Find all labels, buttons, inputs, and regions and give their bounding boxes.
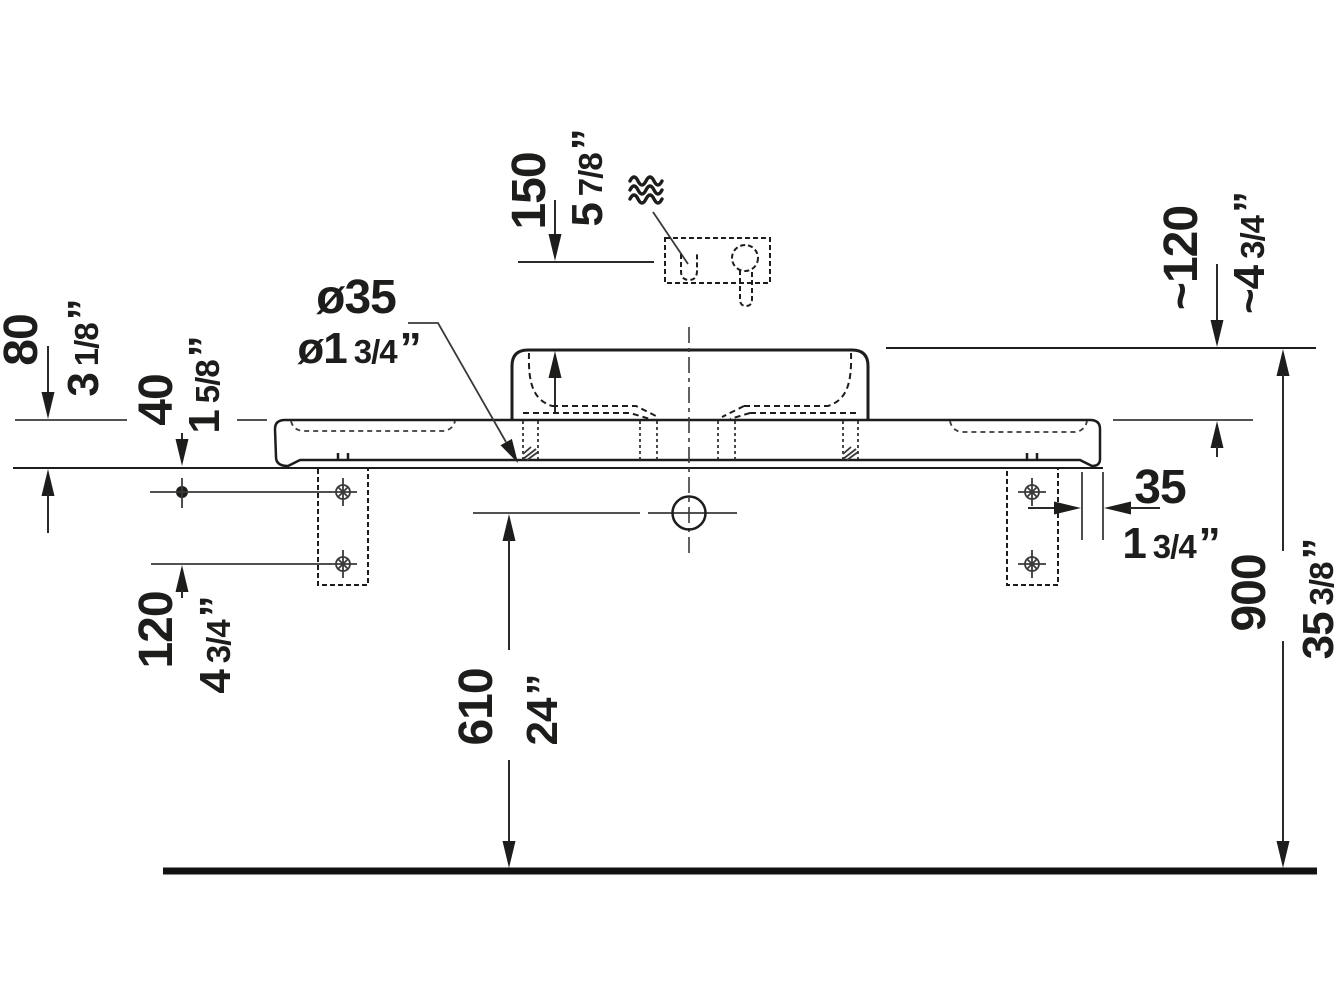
- faucet-handle-dashed: [731, 244, 759, 272]
- hidden-drain-lines: [639, 421, 736, 460]
- screw-offset-label-mm: 40: [130, 374, 183, 425]
- faucet-lever-dashed: [739, 270, 753, 308]
- rim-height-arrow-up: [1276, 349, 1290, 376]
- dimension-faucet-height: 150 57/8”: [503, 129, 654, 412]
- drain-group: [648, 327, 737, 556]
- hole-hatch: [842, 446, 859, 461]
- screw-spacing-label-mm: 120: [130, 591, 183, 668]
- hot-water-waves-icon: [628, 175, 664, 205]
- faucet-height-arrow-up: [548, 351, 562, 378]
- tap-hole-label-mm: ø35: [316, 271, 396, 324]
- drain-height-arrow-down: [502, 841, 516, 868]
- hidden-tap-hole-right: [842, 421, 859, 461]
- screw-spacing-label-in: 43/4”: [191, 596, 240, 693]
- frame-height-arrow-up: [41, 469, 55, 496]
- drain-height-label-mm: 610: [450, 668, 503, 745]
- faucet-spout-dashed: [680, 254, 698, 282]
- bracket-attachment-mark-left: [336, 453, 350, 460]
- side-offset-label-mm: 35: [1134, 461, 1186, 514]
- frame-height-label-in: 31/8”: [59, 299, 108, 396]
- washbasin-inner-wall-left: [527, 352, 553, 407]
- drain-outlet-circle: [671, 495, 707, 531]
- frame-height-label-mm: 80: [0, 314, 48, 365]
- basin-height-arrow-down: [1210, 320, 1224, 347]
- wall-bracket-left: [317, 467, 369, 586]
- dimension-drain-height: 610 24”: [450, 512, 640, 868]
- dimension-rim-height: 900 353/8”: [1223, 349, 1340, 868]
- side-offset-arrow-right: [1054, 501, 1081, 515]
- rim-height-label-in: 353/8”: [1294, 539, 1340, 660]
- screw-crosshair: [1018, 478, 1046, 506]
- faucet-group: [628, 175, 771, 308]
- screw-spacing-arrow-up: [175, 565, 189, 592]
- screw-crosshair: [329, 478, 357, 506]
- faucet-height-label-mm: 150: [503, 152, 556, 229]
- countertop-hidden-recess-right: [949, 420, 1088, 433]
- screw-symbol: [1018, 550, 1046, 578]
- dimension-screw-offset: 40 15/8”: [130, 336, 229, 508]
- rim-height-arrow-down: [1276, 841, 1290, 868]
- basin-height-arrow-up: [1210, 421, 1224, 448]
- screw-offset-arrow-down: [175, 439, 189, 466]
- dimension-frame-height: 80 31/8”: [0, 299, 267, 533]
- drain-height-label-in: 24”: [518, 675, 567, 746]
- screw-crosshair: [329, 550, 357, 578]
- screw-symbol: [329, 550, 357, 578]
- wall-bracket-right: [1006, 467, 1059, 586]
- faucet-body-dashed-outline: [664, 237, 771, 284]
- countertop-outline: [273, 418, 1102, 468]
- basin-height-label-mm: ~120: [1155, 206, 1208, 310]
- hidden-tap-hole-left: [522, 421, 539, 461]
- tap-hole-leader-line: [408, 322, 507, 443]
- washbasin-group: [510, 348, 870, 431]
- faucet-height-label-in: 57/8”: [563, 129, 612, 226]
- side-offset-arrow-left: [1104, 501, 1131, 515]
- frame-height-arrow-down: [41, 392, 55, 419]
- hot-water-leader-line: [652, 211, 689, 265]
- bracket-attachment-mark-right: [1025, 453, 1039, 460]
- washbasin-outline: [510, 348, 870, 420]
- basin-height-label-in: ~43/4”: [1225, 192, 1274, 314]
- screw-symbol: [1018, 478, 1046, 506]
- washbasin-inner-bottom-lower: [523, 412, 857, 420]
- countertop-group: [13, 418, 1103, 469]
- drain-height-arrow-up: [502, 514, 516, 541]
- washbasin-inner-wall-right: [827, 352, 853, 407]
- wall-bracket-left-outline: [317, 467, 369, 586]
- dimension-basin-height: ~120 ~43/4”: [886, 192, 1316, 457]
- tap-hole-leader-arrow: [500, 438, 518, 463]
- screw-crosshair: [1018, 550, 1046, 578]
- hole-hatch: [522, 446, 539, 461]
- screw-offset-label-in: 15/8”: [180, 336, 229, 433]
- rim-height-label-mm: 900: [1223, 554, 1276, 631]
- screw-symbol: [329, 478, 357, 506]
- faucet-height-arrow-down: [548, 234, 562, 261]
- wall-bracket-right-outline: [1006, 467, 1059, 586]
- washbasin-inner-bottom-upper: [552, 405, 828, 418]
- dimension-screw-spacing: 120 43/4”: [130, 491, 330, 694]
